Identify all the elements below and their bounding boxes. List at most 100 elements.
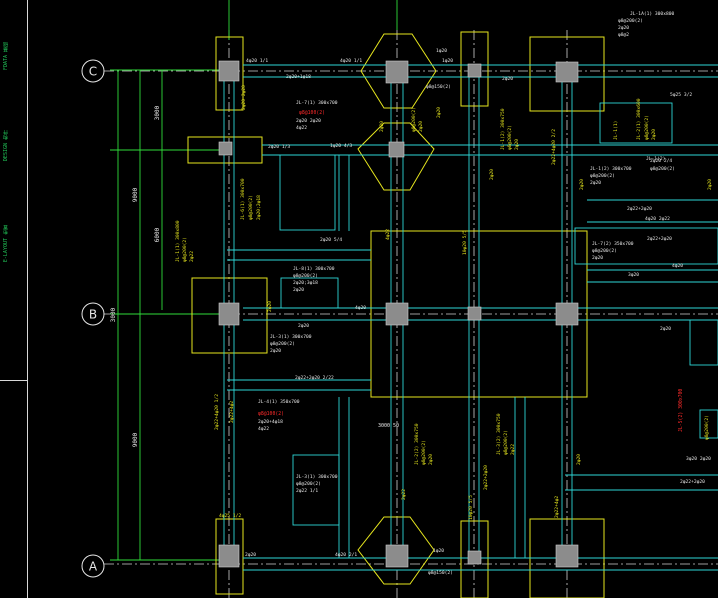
beam-outlines bbox=[223, 64, 718, 571]
svg-text:φ8@200(2): φ8@200(2) bbox=[182, 237, 188, 262]
svg-text:φ8@200(2): φ8@200(2) bbox=[421, 440, 427, 465]
svg-text:2φ20: 2φ20 bbox=[502, 76, 513, 82]
svg-text:2φ20: 2φ20 bbox=[489, 169, 495, 180]
svg-text:JL-3(1) 300x700: JL-3(1) 300x700 bbox=[270, 334, 312, 340]
svg-text:φ8@2: φ8@2 bbox=[618, 32, 629, 38]
svg-text:JL-1A(1) 300x800: JL-1A(1) 300x800 bbox=[630, 11, 674, 17]
svg-text:10φ20 5/5: 10φ20 5/5 bbox=[462, 230, 468, 255]
svg-text:JL-4(1) 350x700: JL-4(1) 350x700 bbox=[258, 399, 300, 405]
svg-text:2φ20: 2φ20 bbox=[293, 287, 304, 293]
dim-lower-b: 9000 bbox=[132, 432, 139, 447]
svg-text:JL-1(1) 300x800: JL-1(1) 300x800 bbox=[175, 220, 181, 262]
axis-bubble-c bbox=[81, 59, 105, 83]
svg-text:2φ20 2/4: 2φ20 2/4 bbox=[650, 158, 672, 164]
svg-text:2φ20: 2φ20 bbox=[379, 121, 385, 132]
svg-text:2φ22+2φ20 2/22: 2φ22+2φ20 2/22 bbox=[295, 375, 334, 381]
svg-text:2φ22 1/1: 2φ22 1/1 bbox=[296, 488, 318, 494]
svg-text:3φ20 2φ20: 3φ20 2φ20 bbox=[686, 456, 711, 462]
red-annotation-mid: φ8@100(2) bbox=[258, 411, 284, 417]
dimension-lines bbox=[110, 0, 398, 561]
svg-text:JL-7(2) 350x700: JL-7(2) 350x700 bbox=[592, 241, 634, 247]
svg-text:φ8@200(2): φ8@200(2) bbox=[592, 248, 617, 254]
axis-label-c: C bbox=[89, 65, 97, 79]
svg-text:4φ25 1/2: 4φ25 1/2 bbox=[219, 513, 241, 519]
svg-text:2φ20+4φ18: 2φ20+4φ18 bbox=[258, 419, 283, 425]
svg-text:2φ22+4φ20 2/2: 2φ22+4φ20 2/2 bbox=[551, 129, 557, 165]
svg-text:JL-3(1) 300x700: JL-3(1) 300x700 bbox=[296, 474, 338, 480]
svg-text:JL-2(1) 300x600: JL-2(1) 300x600 bbox=[636, 98, 642, 140]
svg-text:2φ20: 2φ20 bbox=[514, 139, 520, 150]
svg-text:JL-6(1) 300x700: JL-6(1) 300x700 bbox=[240, 178, 246, 220]
svg-text:2φ20;2φ18: 2φ20;2φ18 bbox=[256, 195, 262, 220]
rebar-notes: 2φ20 2φ20 JL-6(1) 300x700 φ8@200(2) 2φ20… bbox=[175, 85, 713, 520]
svg-text:φ8@200(2): φ8@200(2) bbox=[618, 18, 643, 24]
svg-text:2φ20: 2φ20 bbox=[245, 552, 256, 558]
svg-text:2φ20: 2φ20 bbox=[651, 129, 657, 140]
svg-text:φ8@200(2): φ8@200(2) bbox=[293, 273, 318, 279]
svg-text:2φ20: 2φ20 bbox=[590, 180, 601, 186]
svg-text:φ8@150(2): φ8@150(2) bbox=[428, 570, 453, 576]
left-tool-panel: FDATA 基础 DESIGN 构件 E-LAYOUT 布置 bbox=[0, 0, 28, 598]
columns bbox=[218, 60, 579, 568]
svg-text:2φ22: 2φ22 bbox=[510, 444, 516, 455]
svg-text:JL-3(2) 300x750: JL-3(2) 300x750 bbox=[496, 413, 502, 455]
svg-text:φ8@200(2): φ8@200(2) bbox=[296, 481, 321, 487]
svg-text:1φ20: 1φ20 bbox=[442, 58, 453, 64]
svg-text:4φ20 1/1: 4φ20 1/1 bbox=[246, 58, 268, 64]
dim-total: 9000 bbox=[132, 187, 139, 202]
svg-text:4φ20: 4φ20 bbox=[355, 305, 366, 311]
rebar-notes-white: 4φ20 1/1 4φ20 1/1 2φ20+1φ18 1φ20 1φ20 2φ… bbox=[245, 11, 711, 576]
svg-text:2φ20;3φ18: 2φ20;3φ18 bbox=[293, 280, 318, 286]
svg-text:2φ20: 2φ20 bbox=[618, 25, 629, 31]
beam-note-c: 2φ20 bbox=[436, 107, 442, 118]
svg-text:2φ20 2φ20: 2φ20 2φ20 bbox=[296, 118, 321, 124]
axis-label-b: B bbox=[89, 308, 97, 322]
svg-text:2φ20: 2φ20 bbox=[428, 454, 434, 465]
svg-text:1φ20: 1φ20 bbox=[433, 548, 444, 554]
svg-text:2φ22+2φ20: 2φ22+2φ20 bbox=[680, 479, 705, 485]
svg-text:JL-1(2): JL-1(2) bbox=[646, 156, 665, 162]
svg-text:2φ20: 2φ20 bbox=[298, 323, 309, 329]
dim-lower-a: 3000 bbox=[110, 307, 117, 322]
svg-text:2φ20: 2φ20 bbox=[418, 121, 424, 132]
axis-bubble-a bbox=[81, 554, 105, 578]
svg-text:2φ20 5/4: 2φ20 5/4 bbox=[320, 237, 342, 243]
svg-text:φ8@200(2): φ8@200(2) bbox=[270, 341, 295, 347]
svg-text:4φ22: 4φ22 bbox=[296, 125, 307, 131]
svg-text:4φ20 2φ22: 4φ20 2φ22 bbox=[645, 216, 670, 222]
svg-text:4φ22: 4φ22 bbox=[258, 426, 269, 432]
svg-text:2φ20: 2φ20 bbox=[270, 348, 281, 354]
svg-text:φ8@200(2): φ8@200(2) bbox=[650, 166, 675, 172]
svg-text:5φ25 3/2: 5φ25 3/2 bbox=[670, 92, 692, 98]
dim-middle-span: 6000 bbox=[154, 227, 161, 242]
svg-text:φ8@200(2): φ8@200(2) bbox=[590, 173, 615, 179]
svg-text:φ8@200(2): φ8@200(2) bbox=[507, 125, 513, 150]
svg-text:φ8@150(2): φ8@150(2) bbox=[426, 84, 451, 90]
svg-text:2φ22+4φ2: 2φ22+4φ2 bbox=[554, 496, 560, 518]
svg-text:2φ22+2φ20: 2φ22+2φ20 bbox=[627, 206, 652, 212]
svg-text:4φ20: 4φ20 bbox=[672, 263, 683, 269]
svg-text:2φ20: 2φ20 bbox=[660, 326, 671, 332]
svg-text:4φ20 1/1: 4φ20 1/1 bbox=[340, 58, 362, 64]
svg-text:2φ20: 2φ20 bbox=[267, 301, 273, 312]
svg-text:2φ22: 2φ22 bbox=[401, 489, 407, 500]
svg-text:1φ20 4/3: 1φ20 4/3 bbox=[330, 143, 352, 149]
svg-text:JL-2(2) 300x750: JL-2(2) 300x750 bbox=[414, 423, 420, 465]
svg-text:JL-8(1) 300x700: JL-8(1) 300x700 bbox=[293, 266, 335, 272]
span-note: 3000 50 bbox=[378, 423, 399, 429]
red-annotation-top: φ8@100(2) bbox=[299, 110, 325, 116]
axis-label-a: A bbox=[89, 560, 98, 574]
svg-text:φ8@200(2): φ8@200(2) bbox=[503, 430, 509, 455]
svg-text:JL-1(2) 300x750: JL-1(2) 300x750 bbox=[500, 108, 506, 150]
panel-divider bbox=[0, 380, 27, 381]
svg-text:4φ22: 4φ22 bbox=[385, 229, 391, 240]
svg-text:2φ20: 2φ20 bbox=[576, 454, 582, 465]
svg-text:2φ20+1φ18: 2φ20+1φ18 bbox=[286, 74, 311, 80]
svg-text:2φ20 2φ20: 2φ20 2φ20 bbox=[241, 85, 247, 110]
svg-text:2φ20: 2φ20 bbox=[592, 255, 603, 261]
svg-text:φ8@200(2): φ8@200(2) bbox=[248, 195, 254, 220]
svg-text:2φ22+2φ20: 2φ22+2φ20 bbox=[647, 236, 672, 242]
svg-text:10φ20 5/5: 10φ20 5/5 bbox=[468, 495, 474, 520]
svg-text:4φ20 2/1: 4φ20 2/1 bbox=[335, 552, 357, 558]
